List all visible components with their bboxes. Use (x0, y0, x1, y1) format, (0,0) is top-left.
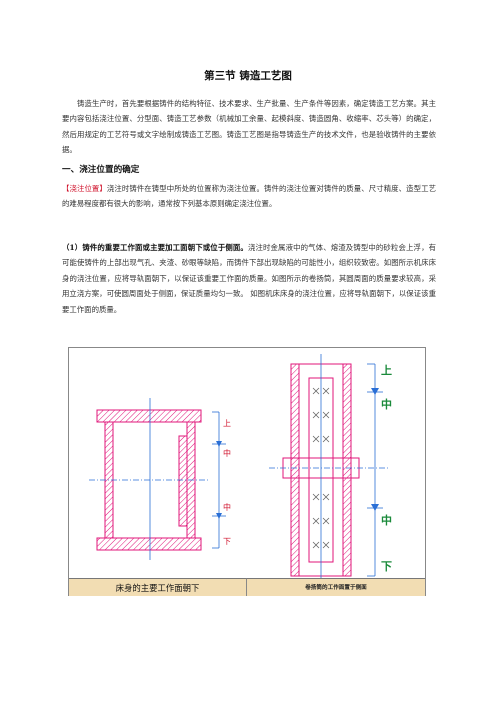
caption-drum: 卷扬筒的工作面置于侧面 (247, 578, 425, 596)
drum-label-middle-2: 中 (381, 513, 392, 527)
bed-parting-markers (212, 411, 226, 549)
casting-diagram: 上 中 中 下 (89, 354, 392, 580)
bed-label-bottom: 下 (223, 537, 231, 546)
section-title: 第三节 铸造工艺图 (204, 70, 292, 82)
drum-parting-markers (367, 363, 383, 577)
rule-1-paragraph: （1）铸件的重要工作面或主要加工面朝下或位于侧面。浇注时金属液中的气体、熔渣及铸… (62, 240, 436, 317)
rule-1-text: 浇注时金属液中的气体、熔渣及铸型中的砂粒会上浮，有可能使铸件的上部出现气孔、夹渣… (62, 243, 436, 314)
drum-label-middle: 中 (381, 397, 392, 411)
casting-figure: 上 中 中 下 (68, 347, 426, 596)
drum-label-top: 上 (381, 363, 392, 377)
definition-paragraph: 【浇注位置】浇注时铸件在铸型中所处的位置称为浇注位置。铸件的浇注位置对铸件的质量… (62, 181, 436, 212)
definition-text: 浇注时铸件在铸型中所处的位置称为浇注位置。铸件的浇注位置对铸件的质量、尺寸精度、… (62, 184, 436, 209)
bed-label-top: 上 (223, 419, 231, 428)
bed-label-middle: 中 (223, 448, 231, 458)
heading-pouring-position: 一、浇注位置的确定 (62, 165, 140, 175)
bed-label-middle-2: 中 (223, 502, 231, 512)
definition-term: 【浇注位置】 (62, 184, 107, 193)
intro-paragraph: 铸造生产时，首先要根据铸件的结构特征、技术要求、生产批量、生产条件等因素，确定铸… (62, 99, 436, 155)
rule-1-lead: （1）铸件的重要工作面或主要加工面朝下或位于侧面。 (62, 243, 248, 252)
caption-bed: 床身的主要工作面朝下 (69, 578, 247, 596)
drum-label-bottom: 下 (381, 560, 392, 573)
